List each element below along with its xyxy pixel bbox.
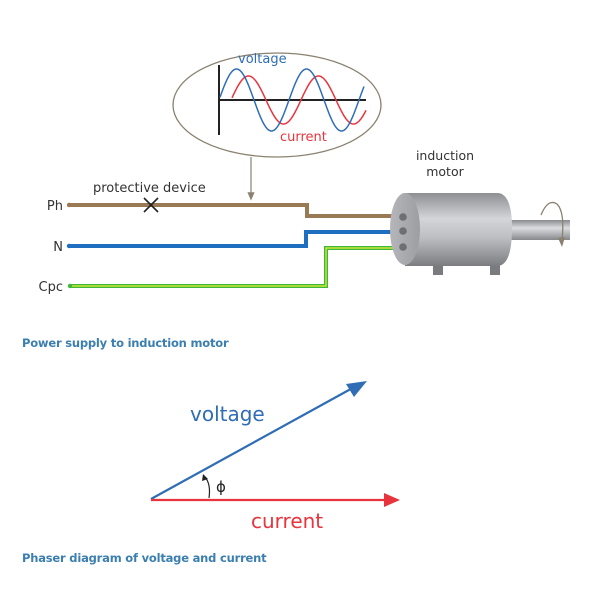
inset-current-label: current xyxy=(280,130,327,145)
conductors: Ph N Cpc protective device xyxy=(39,181,400,295)
induction-motor: induction motor xyxy=(390,148,570,275)
phasor-voltage-label: voltage xyxy=(190,402,265,426)
motor-label-line2: motor xyxy=(426,164,464,179)
motor-terminal-phase xyxy=(399,213,407,221)
cpc-terminal-dot xyxy=(67,283,73,289)
phase-label: Ph xyxy=(47,199,63,214)
motor-terminal-cpc xyxy=(399,243,407,251)
motor-terminal-neutral xyxy=(399,227,407,235)
phase-angle-symbol: ϕ xyxy=(216,478,226,496)
neutral-terminal-dot xyxy=(66,243,72,249)
phasor-current-label: current xyxy=(251,509,323,533)
rotation-arrowhead-icon xyxy=(558,237,565,247)
waveform-inset: voltage current xyxy=(172,52,382,201)
phase-conductor xyxy=(69,203,400,218)
current-waveform xyxy=(231,75,367,125)
voltage-arrowhead-icon xyxy=(346,381,367,397)
voltage-phasor xyxy=(150,384,359,500)
motor-body xyxy=(405,193,512,266)
figure2-caption: Phaser diagram of voltage and current xyxy=(22,551,267,565)
inset-voltage-label: voltage xyxy=(238,52,287,67)
figure1-caption: Power supply to induction motor xyxy=(22,336,229,350)
cpc-conductor xyxy=(70,246,400,288)
inset-ellipse xyxy=(172,52,382,158)
motor-shaft xyxy=(505,220,570,240)
current-arrowhead-icon xyxy=(384,493,400,507)
motor-label-line1: induction xyxy=(416,148,474,163)
angle-arc xyxy=(204,476,211,499)
rotation-arrow-icon xyxy=(540,201,564,241)
cpc-conductor-stripe xyxy=(70,247,400,287)
protective-device-icon xyxy=(143,197,159,213)
phasor-diagram: ϕ voltage current xyxy=(150,381,400,533)
angle-arrowhead-icon xyxy=(202,474,208,481)
protective-device-label: protective device xyxy=(93,181,206,196)
voltage-waveform xyxy=(219,68,365,132)
neutral-label: N xyxy=(53,240,63,255)
cpc-label: Cpc xyxy=(39,280,63,295)
neutral-conductor xyxy=(69,230,400,248)
phase-terminal-dot xyxy=(66,202,72,208)
